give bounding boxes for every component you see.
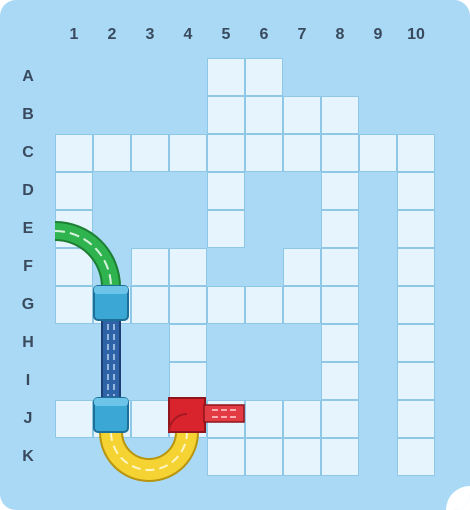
green-curve-piece[interactable]	[55, 231, 111, 287]
cyan-connector-bottom[interactable]	[94, 398, 128, 432]
cyan-connector-top[interactable]	[94, 286, 128, 320]
blue-straight-piece[interactable]	[102, 318, 120, 402]
red-end-piece[interactable]	[169, 398, 244, 432]
